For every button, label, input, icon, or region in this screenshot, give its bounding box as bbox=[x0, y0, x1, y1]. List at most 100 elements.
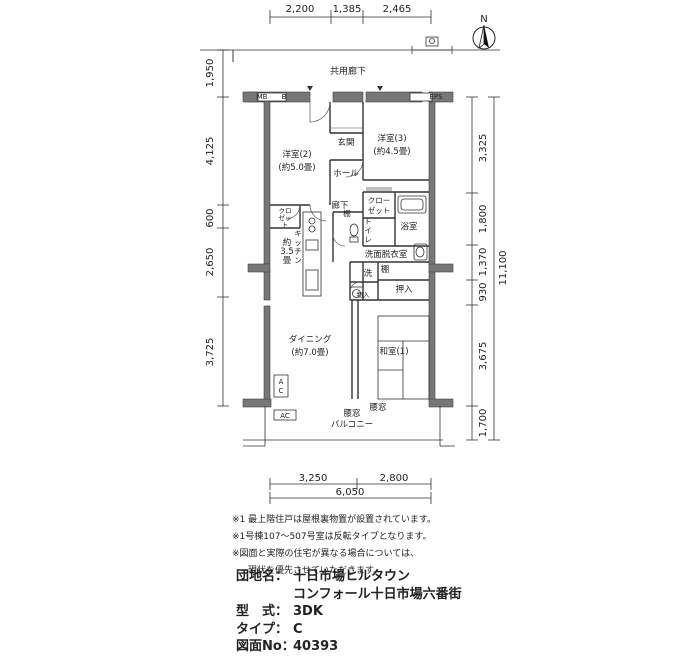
top-dim-1: 2,200 bbox=[286, 4, 315, 15]
yoshitsu3-label: 洋室(3) bbox=[377, 133, 406, 144]
yoshitsu3-size: (約4.5畳) bbox=[373, 146, 410, 157]
toilet-label-1: ト bbox=[364, 217, 372, 226]
info-no-value: 40393 bbox=[293, 639, 339, 654]
ac1-label-1: A bbox=[279, 378, 284, 386]
info-name-key: 団地名： bbox=[236, 569, 289, 584]
info-type-key: 型 式： bbox=[236, 604, 289, 619]
right-dim-4: 930 bbox=[478, 282, 489, 301]
kitchen-size-3: 畳 bbox=[283, 256, 292, 266]
right-dim-3: 1,370 bbox=[478, 248, 489, 277]
interior-partitions bbox=[270, 102, 429, 399]
property-info: 団地名： 十日市場ヒルタウン コンフォール十日市場六番街 型 式： 3DK タイ… bbox=[236, 568, 462, 656]
closet-label-1: クロー bbox=[368, 196, 391, 205]
right-dim-1: 3,325 bbox=[478, 134, 489, 163]
right-dimension-line bbox=[466, 96, 500, 441]
info-kind-value: C bbox=[293, 621, 303, 637]
toilet-label-2: イ bbox=[364, 226, 372, 235]
washbasin-icon bbox=[413, 243, 428, 261]
ac-unit-icon bbox=[273, 374, 289, 398]
tana-small-label: 棚 bbox=[343, 208, 351, 218]
b-label: B bbox=[282, 93, 287, 101]
balcony bbox=[243, 406, 455, 447]
top-dim-3: 2,465 bbox=[383, 4, 412, 15]
toilet-icon bbox=[349, 223, 359, 243]
info-no-key: 図面No： bbox=[236, 639, 295, 654]
balcony-label: バルコニー bbox=[331, 420, 373, 430]
top-fixtures bbox=[257, 92, 433, 102]
info-type-row: 型 式： 3DK bbox=[236, 603, 462, 621]
note-1: ※1 最上階住戸は屋根裏物置が設置されています。 bbox=[232, 515, 436, 525]
senmen-label: 洗面脱衣室 bbox=[365, 249, 408, 260]
vent-marker-icons bbox=[307, 86, 383, 91]
oshiire-label: 押入 bbox=[395, 284, 413, 295]
corridor-fixture-icon bbox=[425, 36, 439, 47]
note-4: 現状を優先させていただきます。 bbox=[248, 566, 383, 576]
closet-left-label-3: ト bbox=[282, 221, 289, 229]
left-dim-1: 1,950 bbox=[205, 59, 216, 88]
left-dimension-line bbox=[217, 49, 229, 407]
closet-left-label-1: クロ bbox=[279, 207, 292, 215]
info-name-row-2: コンフォール十日市場六番街 bbox=[236, 586, 462, 604]
info-no-row: 図面No： 40393 bbox=[236, 638, 462, 656]
closet-left-label-2: ゼッ bbox=[279, 213, 292, 222]
yoshitsu2-size: (約5.0畳) bbox=[278, 162, 315, 173]
kitchen-label-4: ン bbox=[294, 256, 302, 265]
info-kind-key: タイプ： bbox=[236, 621, 289, 637]
bathtub-icon bbox=[397, 195, 427, 214]
toilet-label-3: レ bbox=[364, 235, 372, 244]
left-dim-3: 600 bbox=[205, 208, 216, 227]
closet-label-2: ゼット bbox=[368, 205, 391, 215]
top-dimension-line bbox=[269, 10, 432, 24]
info-name-row: 団地名： 十日市場ヒルタウン bbox=[236, 568, 462, 586]
info-name-value-2: コンフォール十日市場六番街 bbox=[293, 586, 462, 602]
info-kind-row: タイプ： C bbox=[236, 621, 462, 639]
kitchen-label-3: チ bbox=[294, 247, 302, 256]
dining-label: ダイニング bbox=[289, 334, 332, 345]
bottom-dim-2: 2,800 bbox=[380, 473, 409, 484]
ac2-label: AC bbox=[280, 412, 290, 420]
left-dim-4: 2,650 bbox=[205, 248, 216, 277]
door-swings bbox=[285, 101, 392, 293]
building-outline-top bbox=[200, 46, 500, 62]
kitchen-label-1: キ bbox=[294, 229, 302, 238]
right-dim-total: 11,100 bbox=[498, 251, 509, 286]
note-3: ※図面と実際の住宅が異なる場合については、 bbox=[232, 549, 420, 559]
sen-label: 洗 bbox=[364, 268, 373, 279]
north-label: N bbox=[480, 14, 487, 25]
corridor-label: 共用廊下 bbox=[330, 65, 366, 77]
tana-label: 棚 bbox=[381, 264, 390, 275]
right-dim-2: 1,800 bbox=[478, 205, 489, 234]
washing-machine-icon bbox=[349, 286, 364, 301]
genkan-label: 玄関 bbox=[337, 137, 354, 148]
kamado-left-label: 腰窓 bbox=[343, 408, 361, 419]
tatami-mats bbox=[377, 315, 430, 400]
left-dim-2: 4,125 bbox=[205, 137, 216, 166]
eps-label: EPS bbox=[429, 93, 443, 101]
right-dim-5: 3,675 bbox=[478, 342, 489, 371]
info-type-value: 3DK bbox=[293, 604, 323, 619]
info-name-value-1: 十日市場ヒルタウン bbox=[293, 569, 411, 584]
kitchen-size-2: 3.5 bbox=[280, 247, 294, 257]
bottom-dim-total: 6,050 bbox=[336, 487, 365, 498]
hall-label: ホール bbox=[333, 169, 359, 179]
kitchen-counter bbox=[302, 211, 322, 297]
bottom-dim-1: 3,250 bbox=[299, 473, 328, 484]
dining-size: (約7.0畳) bbox=[291, 347, 328, 358]
right-dim-6: 1,700 bbox=[478, 409, 489, 438]
notes-block: ※1 最上階住戸は屋根裏物置が設置されています。 ※1号棟107～507号室は反… bbox=[232, 512, 436, 580]
room-labels: MB B EPS 玄関 ホール 洋室(2) (約5.0畳) 洋室(3) (約4.… bbox=[257, 93, 444, 430]
kitchen-label-2: ッ bbox=[294, 238, 302, 247]
kitchen-size-1: 約 bbox=[283, 237, 292, 248]
bottom-dimension-line bbox=[269, 478, 432, 504]
mb-label: MB bbox=[257, 93, 268, 101]
roka-label: 廊下 bbox=[331, 200, 349, 211]
yoshitsu2-label: 洋室(2) bbox=[282, 149, 311, 160]
washitsu-label: 和室(1) bbox=[379, 346, 408, 357]
ac1-label-2: C bbox=[279, 387, 284, 395]
monoire-label: 物入 bbox=[357, 290, 371, 299]
kamado-right-label: 腰窓 bbox=[369, 402, 387, 413]
yokushitsu-label: 浴室 bbox=[400, 221, 418, 232]
top-dim-2: 1,385 bbox=[333, 4, 362, 15]
note-2: ※1号棟107～507号室は反転タイプとなります。 bbox=[232, 532, 432, 542]
